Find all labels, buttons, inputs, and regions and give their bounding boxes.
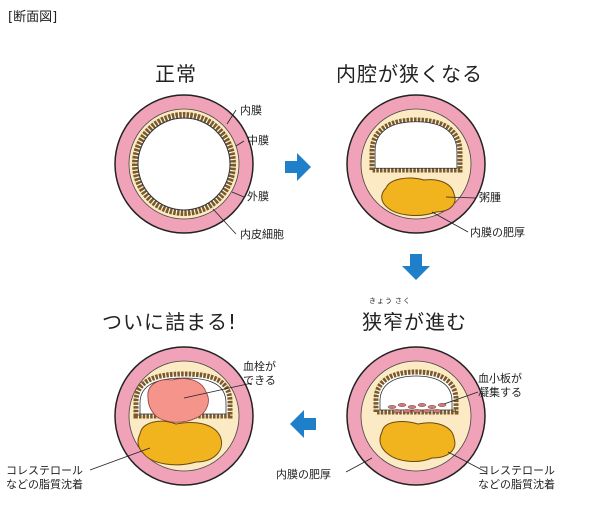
title-narrowing: 内腔が狭くなる (336, 62, 483, 86)
ruby-saku: さく (395, 297, 411, 305)
title-occlusion: ついに詰まる! (102, 310, 238, 334)
title-stenosis: 狭窄が進む (362, 310, 467, 334)
label-atheroma: 粥腫 (479, 191, 501, 204)
stenosis-lumen (379, 375, 453, 411)
label-platelet-aggregation: 血小板が 凝集する (478, 372, 522, 399)
stenosis-plaque (379, 421, 456, 462)
label-media: 中膜 (247, 134, 269, 147)
occlusion-artery (89, 346, 254, 486)
label-lipid-deposit-3: コレステロール などの脂質沈着 (478, 464, 555, 491)
label-intima-thickening-2: 内膜の肥厚 (470, 226, 525, 239)
narrowing-lumen (374, 121, 458, 169)
label-adventitia: 外膜 (247, 190, 269, 203)
label-thrombus: 血栓が できる (243, 360, 276, 387)
label-intima-thickening-3: 内膜の肥厚 (276, 468, 331, 481)
label-lipid-deposit-4: コレステロール などの脂質沈着 (6, 464, 83, 491)
stenosis-platelets (387, 403, 447, 413)
occlusion-plaque (137, 420, 222, 466)
normal-artery (114, 94, 254, 235)
section-header: [断面図] (8, 10, 58, 25)
ruby-kyou: きょう (369, 297, 393, 305)
occlusion-thrombus (147, 378, 209, 423)
narrowing-plaque (381, 177, 456, 216)
arrow-left-icon (290, 410, 316, 438)
arrow-right-icon (285, 153, 311, 181)
title-normal: 正常 (155, 62, 197, 86)
narrowing-artery (346, 94, 486, 234)
stenosis-artery (345, 346, 487, 486)
normal-lumen (137, 117, 231, 211)
label-endothelium: 内皮細胞 (240, 228, 284, 241)
label-intima: 内膜 (240, 104, 262, 117)
arrow-down-icon (402, 254, 430, 280)
